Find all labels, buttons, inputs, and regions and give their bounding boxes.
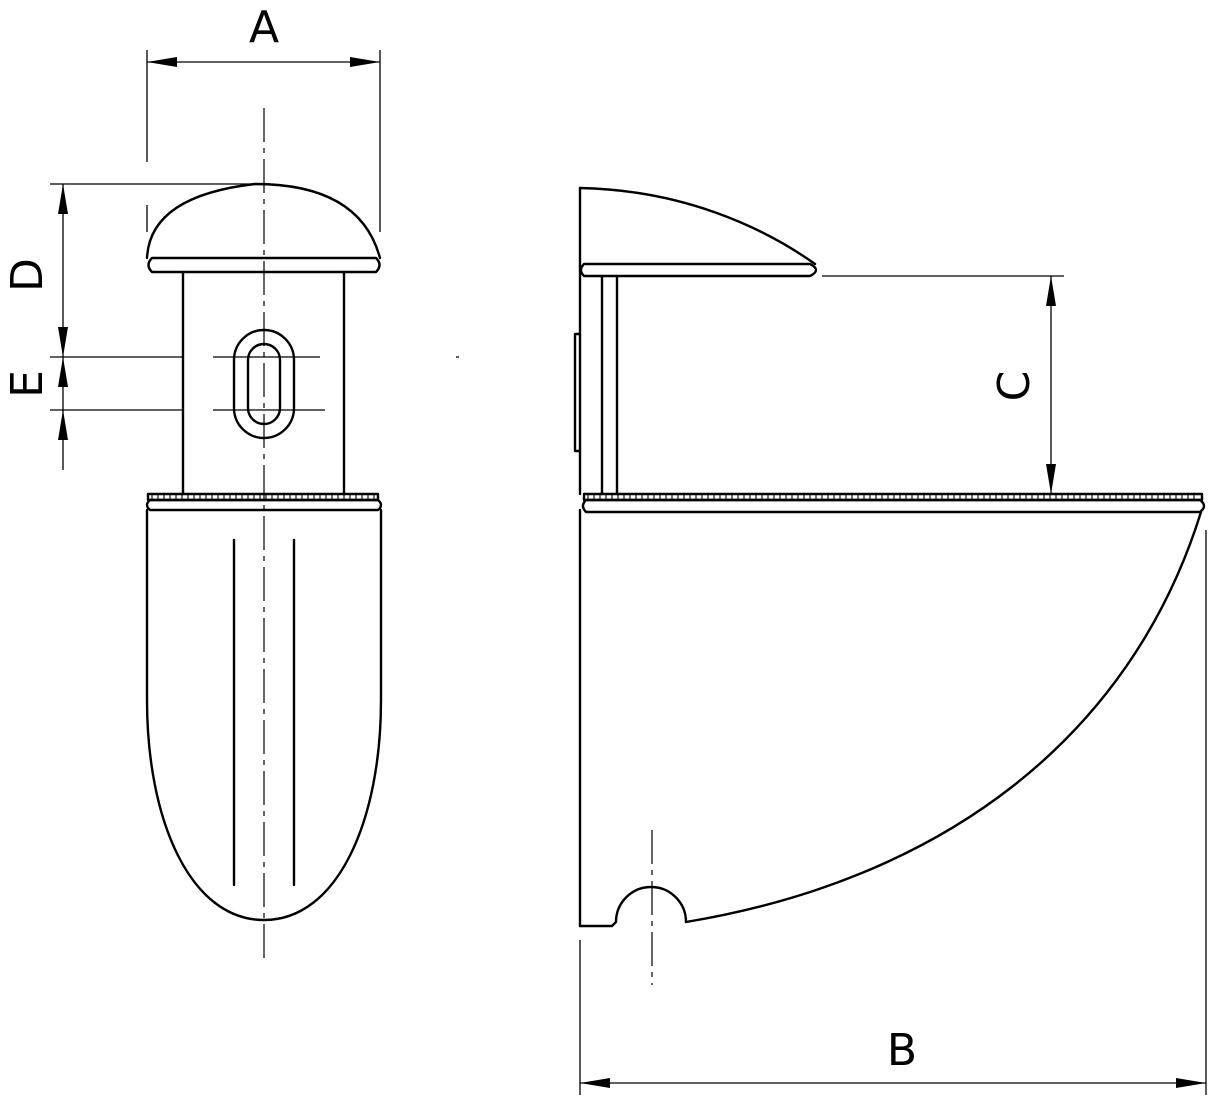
side-bottom-notch — [578, 885, 688, 928]
dim-e-label: E — [2, 370, 53, 398]
front-slot-inner — [246, 342, 282, 426]
dim-a-arrow-left — [147, 57, 177, 67]
dim-d-label: D — [2, 258, 53, 292]
front-slot-outer — [232, 328, 296, 440]
dim-b-arrow-left — [580, 1078, 610, 1088]
side-upper-jaw — [578, 186, 817, 266]
side-shelf-plate — [581, 498, 1206, 514]
side-upper-jaw-plate — [579, 262, 818, 278]
dim-c-label: C — [989, 371, 1040, 402]
dim-a-label: A — [249, 2, 279, 53]
dim-c-arrow-bottom — [1046, 464, 1056, 494]
dim-b-arrow-right — [1176, 1078, 1206, 1088]
dim-c-arrow-top — [1046, 276, 1056, 306]
front-view: A D E — [2, 2, 383, 960]
dim-a-arrow-right — [350, 57, 380, 67]
dim-d-arrow-top — [58, 184, 68, 214]
front-lower-body — [145, 508, 383, 922]
side-lower-curve — [684, 510, 1203, 924]
dim-e-arrow-top — [58, 357, 68, 387]
side-view: C B — [573, 186, 1207, 1095]
dim-d-arrow-bottom — [58, 327, 68, 357]
front-lower-plate — [145, 498, 383, 512]
side-back-tab — [573, 332, 582, 453]
front-cap-plate — [147, 256, 381, 274]
dim-b-label: B — [887, 1025, 917, 1076]
dim-e-arrow-bottom — [58, 410, 68, 440]
